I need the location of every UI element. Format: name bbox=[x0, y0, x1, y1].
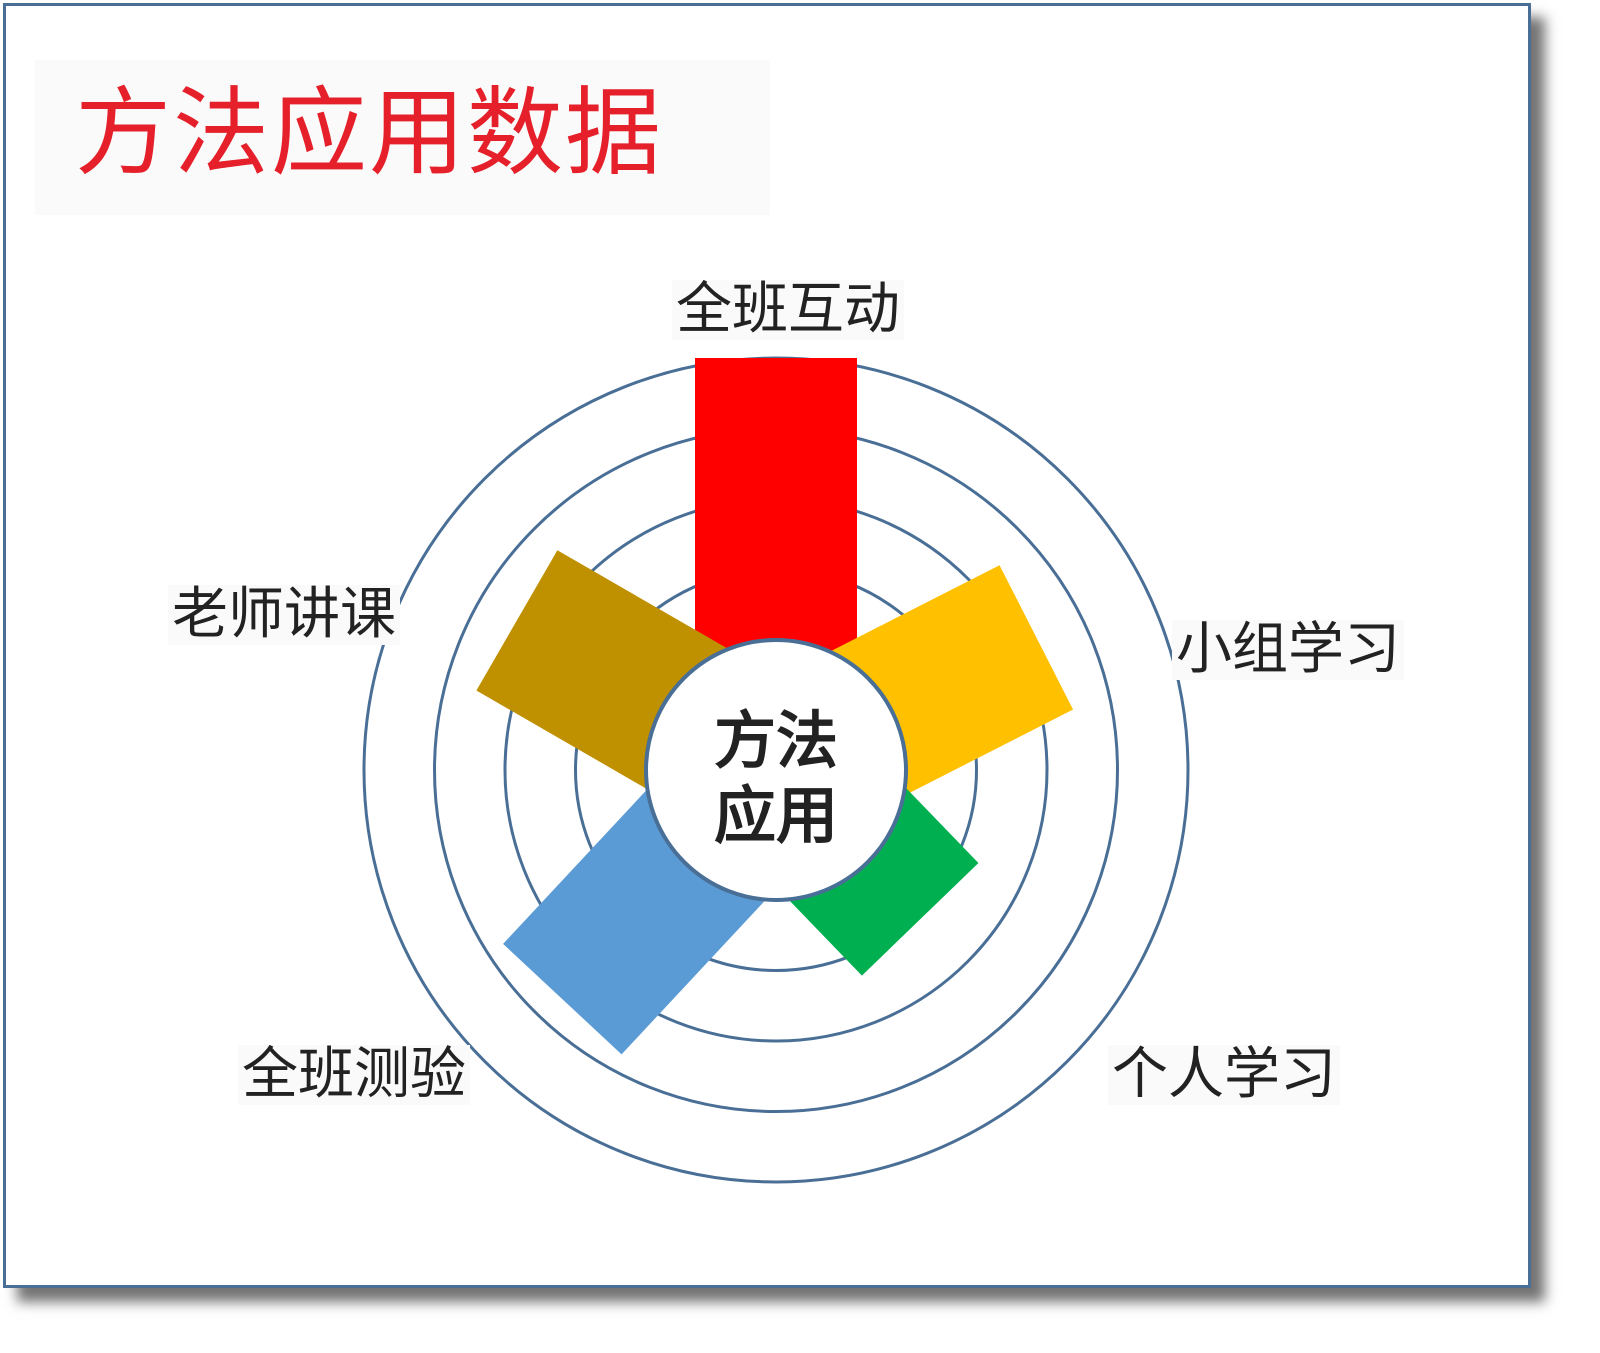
center-circle bbox=[644, 638, 908, 902]
category-label-3: 全班测验 bbox=[238, 1045, 470, 1105]
center-label-1: 应用 bbox=[714, 779, 838, 852]
center-label-0: 方法 bbox=[714, 704, 838, 777]
category-label-4: 老师讲课 bbox=[168, 585, 400, 645]
category-label-2: 个人学习 bbox=[1108, 1045, 1340, 1105]
category-label-1: 小组学习 bbox=[1172, 620, 1404, 680]
title-background bbox=[35, 60, 770, 215]
category-label-0: 全班互动 bbox=[672, 280, 904, 340]
chart-title: 方法应用数据 bbox=[75, 77, 663, 189]
